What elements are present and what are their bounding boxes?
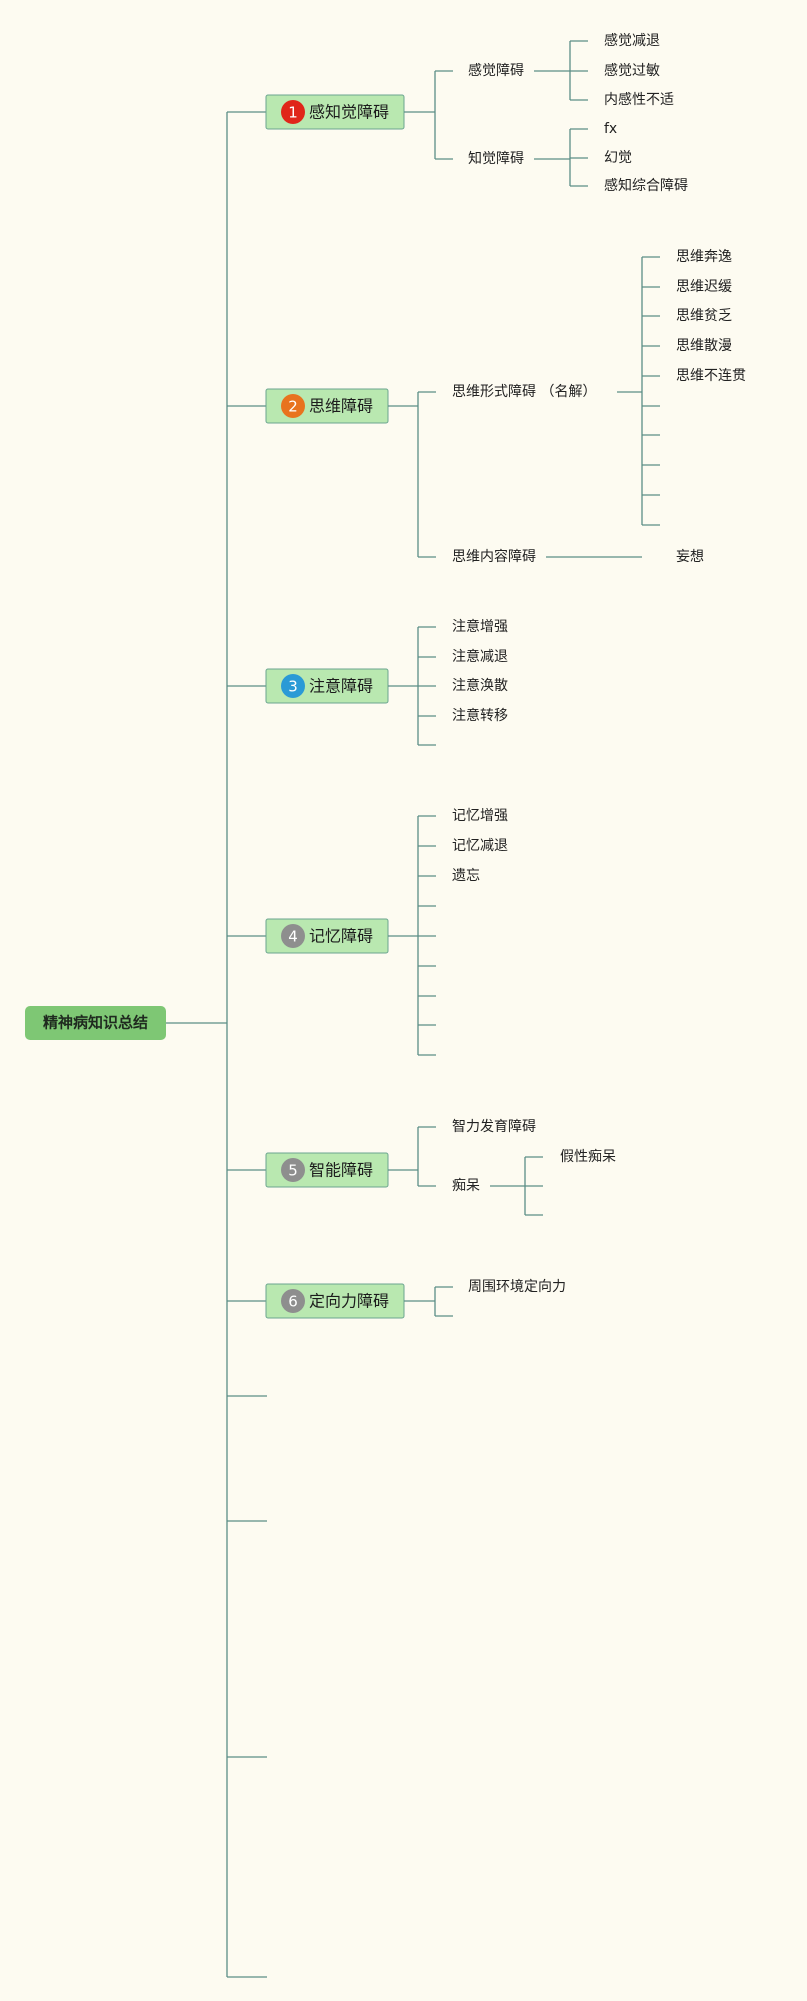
subtopic-label: 思维内容障碍 [452,548,536,565]
leaf-label: 感觉过敏 [604,62,660,79]
branch-number-badge [281,100,305,124]
subtopic-label: 注意涣散 [452,677,508,694]
leaf-label: fx [604,121,617,137]
branch-number-badge [281,1289,305,1313]
branch-number: 3 [288,678,298,696]
subtopic-label: 周围环境定向力 [468,1279,566,1295]
subtopic-label: 记忆增强 [452,808,508,824]
leaf-label: 感觉减退 [604,32,660,49]
subtopic-label: 智力发育障碍 [452,1119,536,1135]
leaf-label: 假性痴呆 [560,1149,616,1165]
branch-label: 思维障碍 [309,397,373,416]
leaf-label: 思维贫乏 [676,308,732,324]
leaf-label: 感知综合障碍 [604,177,688,194]
subtopic-label: 注意增强 [452,618,508,635]
branch-label: 感知觉障碍 [309,103,389,122]
root-node[interactable] [25,1006,166,1040]
subtopic-label: 痴呆 [452,1178,480,1194]
subtopic-label: 遗忘 [452,868,480,884]
leaf-label: 妄想 [676,549,704,565]
branch-label: 定向力障碍 [309,1292,389,1311]
branch-number: 4 [288,928,298,946]
subtopic-label: 感觉障碍 [468,62,524,79]
branch-number: 2 [288,398,298,416]
branch-label: 注意障碍 [309,677,373,696]
subtopic-label: 注意转移 [452,707,508,724]
branch-number-badge [281,674,305,698]
branch-number-badge [281,394,305,418]
branch-number: 5 [288,1162,298,1180]
leaf-label: 思维迟缓 [676,279,732,295]
branch-number: 1 [288,104,298,122]
subtopic-label: 知觉障碍 [468,150,524,167]
branch-number-badge [281,1158,305,1182]
subtopic-label: 记忆减退 [452,838,508,854]
subtopic-label: 思维形式障碍 （名解） [452,384,596,400]
branch-label: 记忆障碍 [309,927,373,946]
subtopic-label: 注意减退 [452,648,508,665]
leaf-label: 幻觉 [604,150,632,166]
branch-number: 6 [288,1293,298,1311]
leaf-label: 思维散漫 [676,338,732,354]
leaf-label: 思维不连贯 [676,368,746,384]
leaf-label: 内感性不适 [604,91,674,108]
branch-label: 智能障碍 [309,1161,373,1180]
root-label: 精神病知识总结 [43,1014,148,1032]
leaf-label: 思维奔逸 [676,249,732,265]
branch-number-badge [281,924,305,948]
